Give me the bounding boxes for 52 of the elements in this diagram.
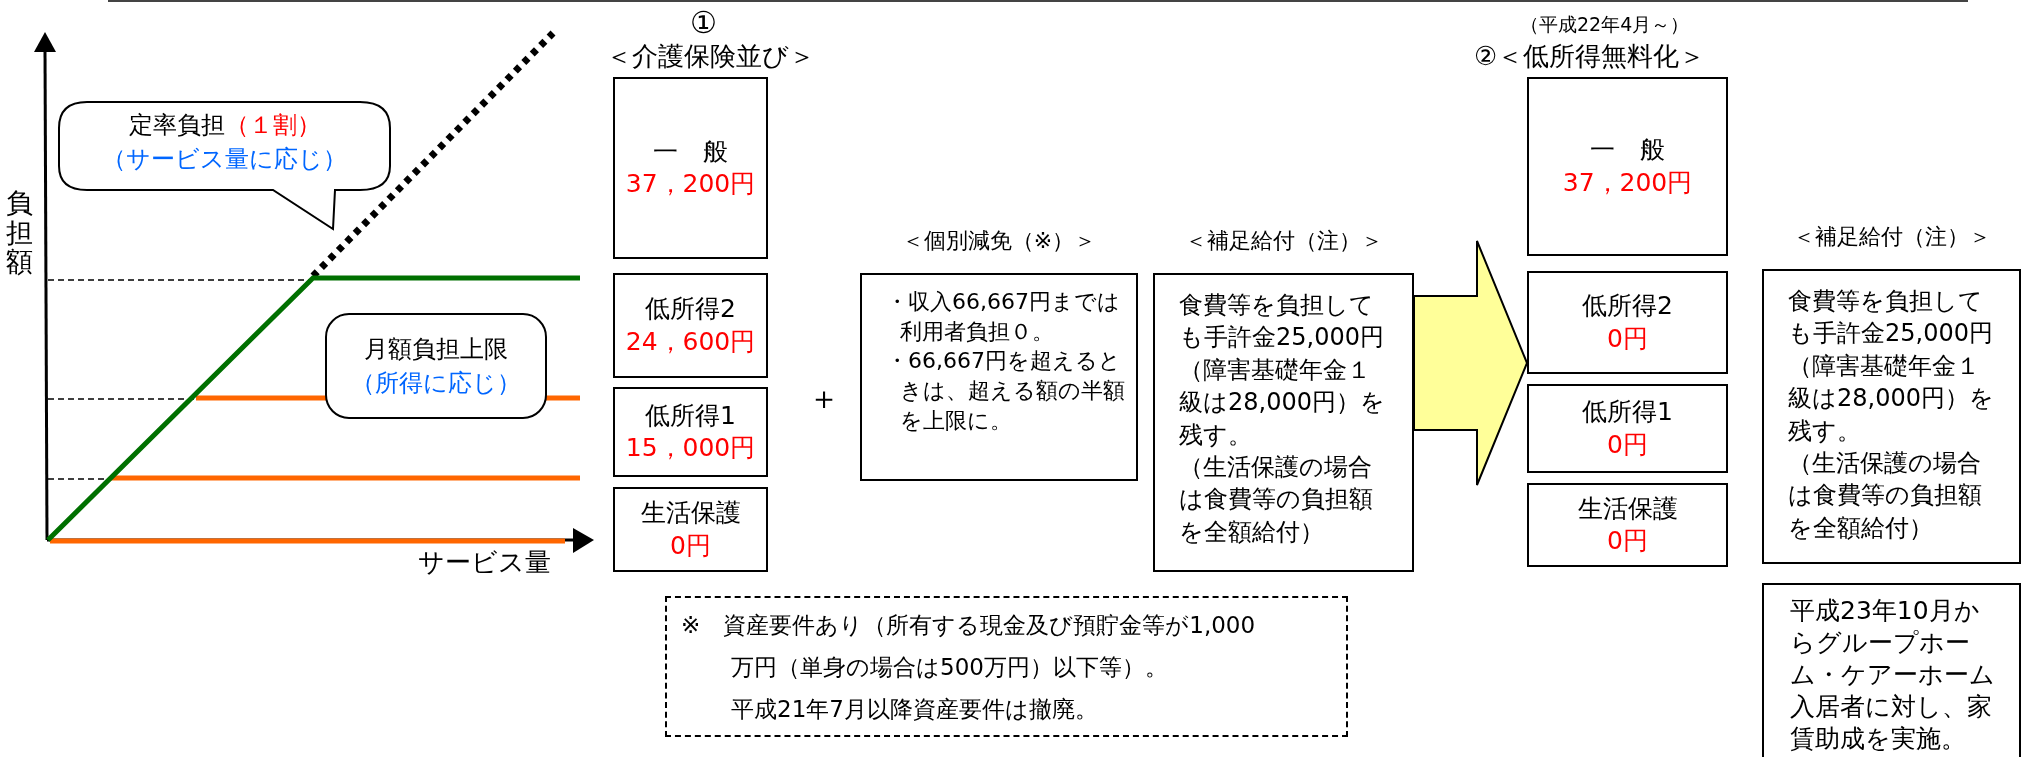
note-text: 平成21年7月以降資産要件は撤廃。 (730, 695, 1099, 724)
note-box (665, 596, 1348, 737)
axis-label: サービス量 (418, 548, 551, 578)
amount-label: 37，200円 (625, 168, 756, 200)
category-box (613, 387, 768, 477)
circled-number: ① (690, 6, 717, 41)
category-label: 低所得2 (1582, 290, 1673, 322)
section-heading: ＜補足給付（注）＞ (1791, 223, 1992, 251)
text-paragraph: （生活保護の場合は食費等の負担額を全額給付） (1179, 451, 1374, 548)
section-heading: ＜介護保険並び＞ (606, 42, 815, 72)
category-label: 低所得2 (645, 293, 736, 325)
category-box (613, 487, 768, 572)
section-heading: ＜個別減免（※）＞ (900, 227, 1098, 255)
category-box (1527, 483, 1728, 567)
category-label: 低所得1 (1582, 396, 1673, 428)
text-paragraph: ・66,667円を超えるときは、超える額の半額を上限に。 (888, 347, 1126, 435)
amount-label: 0円 (670, 529, 711, 562)
callout-text: （所得に応じ） (351, 368, 521, 399)
category-label: 生活保護 (1577, 492, 1678, 525)
category-box (1527, 384, 1728, 473)
category-label: 一 般 (1590, 134, 1665, 166)
rate-label: （１割） (224, 111, 321, 139)
section-heading: ＜補足給付（注）＞ (1183, 227, 1384, 255)
callout-text: （サービス量に応じ） (102, 145, 347, 173)
category-box (613, 77, 768, 259)
category-box (1527, 77, 1728, 256)
amount-label: 0円 (1607, 428, 1648, 461)
block-arrow (1413, 240, 1529, 486)
axis-label: 負担額 (6, 188, 34, 278)
amount-label: 0円 (1607, 525, 1648, 557)
text-paragraph: 食費等を負担しても手許金25,000円（障害基礎年金１級は28,000円）を残す。 (1179, 290, 1386, 451)
plus-sign: ＋ (808, 380, 840, 417)
category-label: 一 般 (653, 135, 728, 168)
text-paragraph: 食費等を負担しても手許金25,000円（障害基礎年金１級は28,000円）を残す。 (1788, 286, 1995, 447)
category-label: 低所得1 (645, 399, 736, 432)
text-paragraph: （生活保護の場合は食費等の負担額を全額給付） (1788, 447, 1983, 544)
amount-label: 15，000円 (625, 432, 756, 464)
amount-label: 0円 (1607, 322, 1648, 355)
amount-label: 37，200円 (1562, 166, 1693, 199)
speech-bubble (57, 100, 392, 232)
category-label: 生活保護 (640, 497, 741, 529)
text-paragraph: ・収入66,667円までは利用者負担０。 (888, 288, 1121, 346)
callout-text: 月額負担上限 (364, 334, 508, 365)
note-text: ※ 資産要件あり（所有する現金及び預貯金等が1,000万円（単身の場合は500万円）以下等）。 (681, 611, 1257, 682)
section-heading: ②＜低所得無料化＞ (1474, 42, 1706, 72)
amount-label: 24，600円 (625, 325, 756, 358)
category-box (613, 273, 768, 378)
callout-text: 定率負担 (128, 111, 225, 139)
text-box: 平成23年10月からグループホーム・ケアーホーム入居者に対し、家賃助成を実施。 (1762, 583, 2021, 757)
category-box (1527, 271, 1728, 374)
callout-box (325, 313, 547, 419)
date-note: （平成22年4月～） (1520, 14, 1690, 36)
